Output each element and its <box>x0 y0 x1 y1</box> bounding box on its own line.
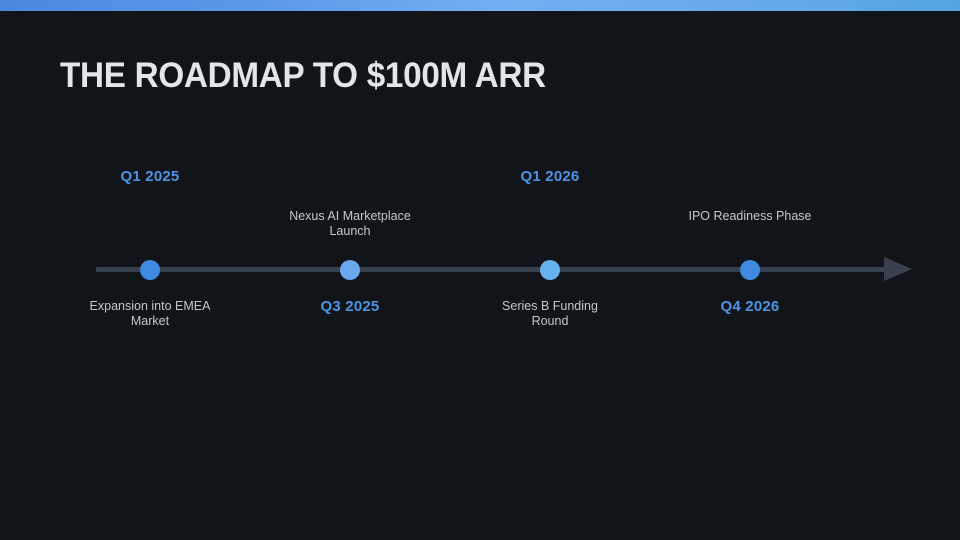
milestone-label-1: Q1 2025 <box>120 168 180 185</box>
milestone-description-1: Expansion into EMEA Market <box>89 299 211 328</box>
milestone-description-3: Series B Funding Round <box>502 299 598 328</box>
milestone-label-2: Q3 2025 <box>320 298 380 315</box>
timeline-axis-track <box>96 267 890 272</box>
milestone-label-4: Q4 2026 <box>720 298 780 315</box>
milestone-description-2: Nexus AI Marketplace Launch <box>289 209 411 238</box>
milestone-node-1[interactable] <box>140 260 160 280</box>
milestone-node-3[interactable] <box>540 260 560 280</box>
milestone-node-2[interactable] <box>340 260 360 280</box>
milestone-description-4: IPO Readiness Phase <box>688 209 812 223</box>
page-title: THE ROADMAP TO $100M ARR <box>60 56 546 95</box>
milestone-label-3: Q1 2026 <box>520 168 580 185</box>
top-accent-bar <box>0 0 960 11</box>
milestone-node-4[interactable] <box>740 260 760 280</box>
timeline-arrow-icon <box>884 257 912 281</box>
